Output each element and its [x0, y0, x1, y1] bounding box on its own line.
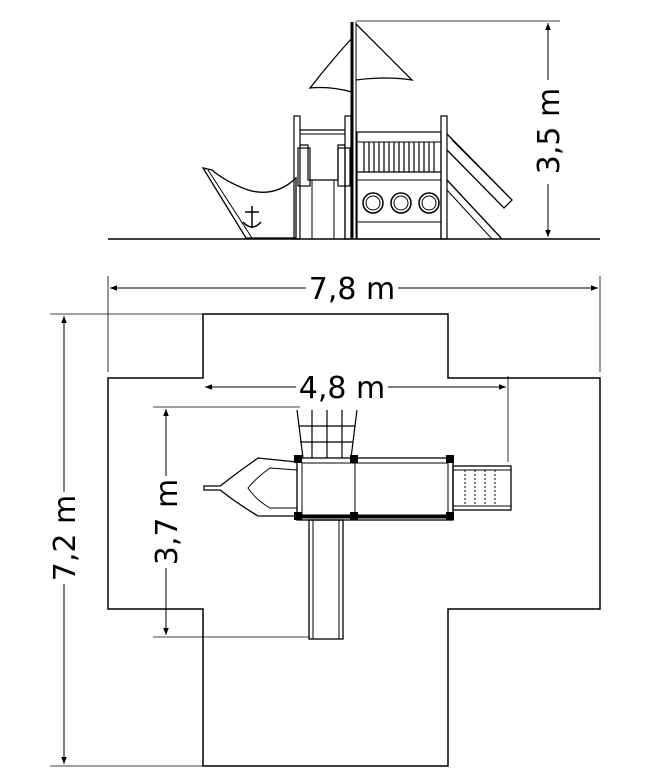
- anchor-icon: [242, 206, 262, 228]
- ship-bow: [201, 167, 297, 239]
- inner-width-label: 4,8 m: [299, 371, 385, 406]
- side-elevation-view: 3,5 m: [108, 20, 600, 240]
- total-depth-label: 7,2 m: [48, 495, 83, 581]
- inner-width-dimension: 4,8 m: [205, 369, 509, 462]
- main-deck: [294, 455, 454, 521]
- ship-cabin: [356, 131, 442, 240]
- plan-view: 7,8 m 4,8 m 7,2 m 3,7 m: [46, 270, 601, 767]
- safety-zone-outline: [107, 313, 601, 767]
- height-label: 3,5 m: [532, 88, 567, 174]
- stairs-plan: [452, 465, 512, 511]
- inner-depth-dimension: 3,7 m: [148, 406, 310, 638]
- ship-bow-plan: [203, 457, 298, 517]
- slide-plan: [308, 519, 344, 640]
- climbing-net: [296, 409, 358, 459]
- height-dimension: 3,5 m: [356, 20, 567, 237]
- railing-bars: [363, 142, 435, 172]
- total-width-dimension: 7,8 m: [107, 270, 601, 372]
- inner-depth-label: 3,7 m: [150, 479, 185, 565]
- slide-elevation: [297, 144, 351, 239]
- mast-with-sails: [308, 22, 414, 239]
- stern-ramp: [446, 133, 513, 240]
- total-width-label: 7,8 m: [309, 272, 395, 307]
- portholes: [362, 192, 440, 214]
- structure-posts: [293, 115, 448, 240]
- total-depth-dimension: 7,2 m: [46, 313, 203, 767]
